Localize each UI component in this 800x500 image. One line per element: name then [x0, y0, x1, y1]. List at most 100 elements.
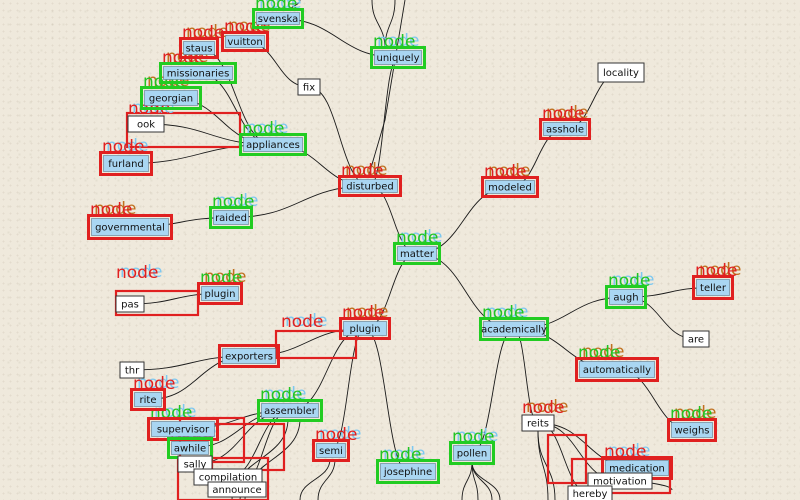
node-label: furland [108, 159, 144, 170]
node-ook[interactable]: ook [127, 115, 165, 133]
node-label: uniquely [377, 53, 420, 64]
node-label: locality [603, 68, 639, 79]
node-matter[interactable]: matter [393, 242, 441, 265]
edge-offscreen-7 [299, 458, 331, 500]
node-label: augh [613, 293, 638, 304]
node-label: ook [137, 120, 155, 131]
node-caption: node [255, 0, 297, 14]
node-appliances[interactable]: appliances [239, 133, 307, 156]
edge-offscreen-1 [384, 0, 396, 50]
node-label: pollen [457, 449, 488, 460]
node-caption: node [522, 398, 564, 418]
node-awhile[interactable]: awhile [167, 437, 213, 459]
node-svenska[interactable]: svenska [252, 8, 304, 29]
node-label: staus [186, 44, 213, 55]
node-label: raided [215, 213, 247, 224]
node-motivation[interactable]: motivation [587, 472, 653, 490]
node-label: pas [121, 300, 139, 311]
node-label: announce [212, 485, 261, 496]
node-josephine[interactable]: josephine [376, 459, 440, 484]
node-label: motivation [593, 477, 647, 488]
node-exporters[interactable]: exporters [218, 344, 280, 368]
node-augh[interactable]: augh [605, 285, 647, 309]
edge-offscreen-3 [367, 0, 406, 179]
node-caption: node [285, 311, 327, 331]
node-label: sally [184, 460, 207, 471]
edge-offscreen-9 [461, 461, 473, 500]
node-label: disturbed [346, 182, 394, 193]
node-label: academically [481, 325, 547, 336]
node-announce[interactable]: announce [207, 481, 267, 498]
node-automatically[interactable]: automatically [575, 357, 659, 382]
node-label: matter [400, 249, 435, 260]
node-teller[interactable]: teller [692, 275, 734, 300]
node-missionaries[interactable]: missionaries [159, 62, 237, 84]
node-asshole[interactable]: asshole [539, 118, 591, 140]
node-caption: node [120, 262, 162, 282]
node-plugin2[interactable]: plugin [339, 317, 391, 340]
node-reits[interactable]: reits [521, 414, 555, 432]
node-thr[interactable]: thr [119, 361, 145, 379]
node-governmental[interactable]: governmental [87, 214, 173, 240]
node-label: teller [700, 283, 727, 294]
node-label: are [688, 335, 704, 346]
node-plugin[interactable]: plugin [197, 282, 243, 305]
node-label: awhile [174, 444, 206, 455]
node-disturbed[interactable]: disturbed [338, 175, 402, 197]
node-caption: node [526, 397, 568, 417]
node-furland[interactable]: furland [99, 151, 153, 176]
node-sally[interactable]: sally [177, 455, 213, 473]
node-label: svenska [258, 14, 299, 25]
edge-offscreen-8 [317, 458, 336, 500]
node-label: assembler [264, 406, 317, 417]
node-label: reits [527, 419, 549, 430]
node-modeled[interactable]: modeled [481, 176, 539, 198]
edge-offscreen-14 [537, 430, 556, 500]
node-label: automatically [583, 365, 651, 376]
nodes-layer: svenska vuitton staus missionaries georgian o… [87, 8, 734, 500]
edge-offscreen-12 [471, 461, 501, 500]
node-semi[interactable]: semi [312, 439, 350, 462]
node-label: asshole [546, 125, 584, 136]
node-georgian[interactable]: georgian [140, 86, 202, 110]
node-vuitton[interactable]: vuitton [221, 31, 269, 52]
node-caption: node [116, 263, 158, 283]
node-academically[interactable]: academically [479, 317, 549, 341]
node-label: supervisor [157, 425, 210, 436]
node-label: fix [303, 83, 315, 94]
node-label: vuitton [227, 37, 262, 48]
highlight-box [176, 456, 270, 500]
node-label: hereby [573, 489, 608, 500]
node-locality[interactable]: locality [597, 62, 645, 83]
node-label: semi [319, 446, 343, 457]
node-label: compilation [199, 473, 258, 484]
node-label: exporters [225, 352, 273, 363]
node-caption: node [281, 312, 323, 332]
node-are[interactable]: are [682, 330, 710, 348]
node-label: weighs [674, 426, 709, 437]
node-assembler[interactable]: assembler [257, 399, 323, 422]
node-fix[interactable]: fix [297, 78, 321, 96]
node-label: medication [609, 464, 665, 475]
node-label: appliances [246, 140, 300, 151]
node-label: thr [125, 366, 140, 377]
highlight-box [125, 111, 242, 149]
node-label: modeled [488, 183, 532, 194]
node-pas[interactable]: pas [115, 295, 145, 313]
node-pollen[interactable]: pollen [449, 441, 495, 465]
node-staus[interactable]: staus [179, 37, 219, 59]
node-hereby[interactable]: hereby [567, 485, 613, 500]
node-label: plugin [350, 324, 381, 335]
node-weighs[interactable]: weighs [667, 418, 717, 442]
node-raided[interactable]: raided [209, 206, 253, 229]
node-label: governmental [95, 223, 165, 234]
node-label: georgian [149, 94, 193, 105]
node-rite[interactable]: rite [130, 388, 166, 411]
node-supervisor[interactable]: supervisor [147, 417, 219, 441]
node-label: josephine [383, 467, 432, 478]
node-label: plugin [205, 289, 236, 300]
node-uniquely[interactable]: uniquely [370, 46, 426, 69]
edge-offscreen-0 [371, 0, 386, 50]
node-label: missionaries [167, 69, 230, 80]
